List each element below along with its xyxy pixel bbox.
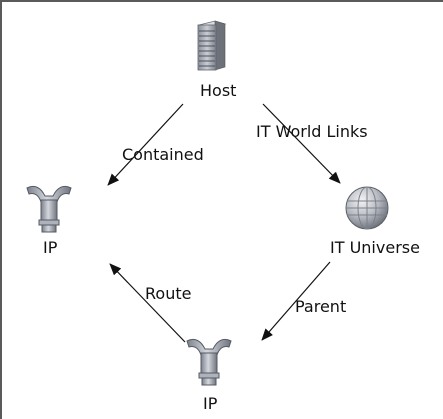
globe-icon[interactable] xyxy=(343,184,391,232)
ip-pipe-icon[interactable] xyxy=(25,182,73,234)
edge-label-route: Route xyxy=(145,284,192,303)
node-label-ip-bottom: IP xyxy=(203,394,218,413)
node-label-host: Host xyxy=(200,81,237,100)
frame-left-border xyxy=(0,0,2,419)
edge-label-contained: Contained xyxy=(122,145,204,164)
server-icon[interactable] xyxy=(195,20,227,72)
edge-it-world-links[interactable] xyxy=(262,103,341,184)
edge-label-parent: Parent xyxy=(295,297,347,316)
edge-route[interactable] xyxy=(109,263,186,343)
frame-top-border xyxy=(0,0,443,2)
node-label-it-universe: IT Universe xyxy=(330,238,420,257)
ip-pipe-icon[interactable] xyxy=(185,335,233,387)
node-label-ip-left: IP xyxy=(43,238,58,257)
edge-label-it-world-links: IT World Links xyxy=(256,122,368,141)
